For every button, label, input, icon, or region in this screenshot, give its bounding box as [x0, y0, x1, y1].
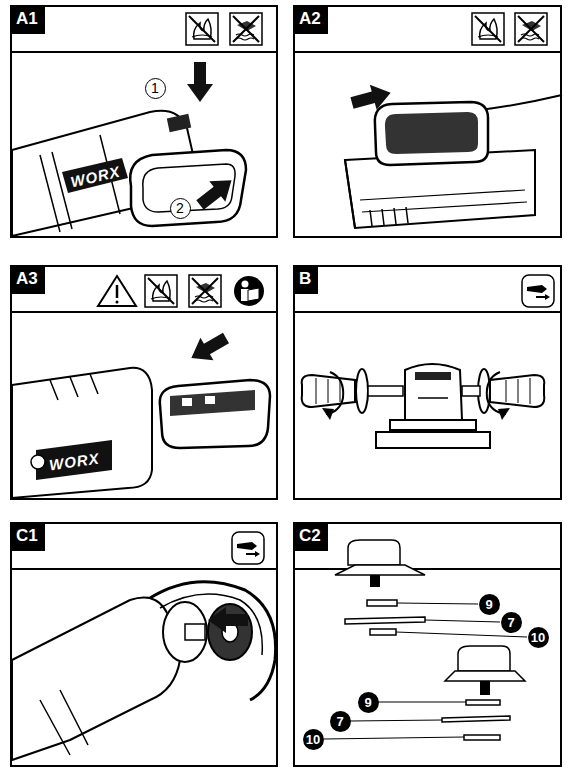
callout-number: 1 [145, 78, 166, 99]
callout-number: 9 [479, 594, 500, 615]
callout-number: 10 [303, 729, 324, 750]
brand-logo: WORX [48, 449, 101, 473]
figure-panel: A1 [10, 5, 278, 238]
figure-panel: C2 [293, 522, 562, 767]
panel-tag: A3 [10, 265, 45, 294]
panel-tag: C1 [10, 522, 45, 551]
callout-number: 10 [528, 627, 549, 648]
figure-panel: B [293, 265, 562, 500]
callout-number: 9 [358, 692, 379, 713]
callout-number: 2 [170, 198, 191, 219]
callout-number: 7 [501, 612, 522, 633]
panel-tag: B [293, 265, 318, 294]
panel-tag: C2 [293, 522, 328, 551]
figure-panel: A2 [293, 5, 562, 238]
figure-panel: C1 [10, 522, 278, 767]
callout-number: 7 [330, 711, 351, 732]
brand-logo: WORX [68, 162, 121, 190]
panel-tag: A1 [10, 5, 45, 34]
panel-tag: A2 [293, 5, 328, 34]
